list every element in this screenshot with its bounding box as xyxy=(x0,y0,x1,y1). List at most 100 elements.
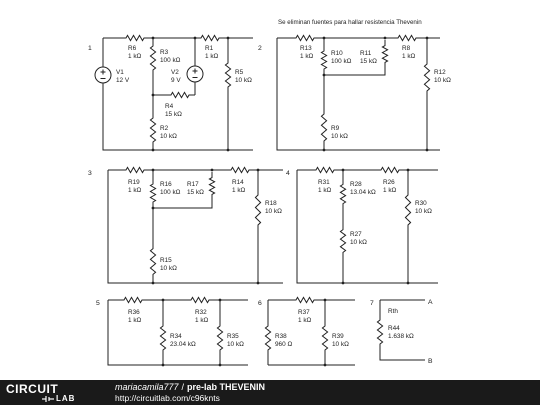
logo-mark-icon xyxy=(42,396,54,402)
schematic-canvas: Se eliminan fuentes para hallar resisten… xyxy=(88,19,452,367)
junction-node xyxy=(161,298,165,302)
component-ref: R11 xyxy=(360,50,372,57)
wire xyxy=(296,170,438,284)
component-ref: R18 xyxy=(265,200,277,207)
component-value: 10 kΩ xyxy=(160,133,177,140)
diagram-heading: Se eliminan fuentes para hallar resisten… xyxy=(278,19,422,26)
resistor-symbol xyxy=(321,318,329,358)
component-ref: R35 xyxy=(227,333,239,340)
junction-node xyxy=(218,298,222,302)
component-value: 10 kΩ xyxy=(227,341,244,348)
junction-node xyxy=(322,148,326,152)
circuit-number: 7 xyxy=(370,300,374,307)
component-value: 1 kΩ xyxy=(128,53,142,60)
component-value: 1 kΩ xyxy=(232,187,246,194)
component-ref: R13 xyxy=(300,45,312,52)
component-value: 960 Ω xyxy=(275,341,292,348)
resistor-symbol xyxy=(118,296,148,304)
author-link[interactable]: mariacamila777 xyxy=(115,382,179,392)
component-ref: R26 xyxy=(383,179,395,186)
component-ref: R30 xyxy=(415,200,427,207)
resistor-symbol xyxy=(375,166,405,174)
terminal-b-label: B xyxy=(428,358,433,365)
junction-node xyxy=(323,363,327,367)
circuit-url-link[interactable]: http://circuitlab.com/c96knts xyxy=(115,393,220,403)
resistor-symbol xyxy=(254,185,262,235)
resistor-symbol xyxy=(159,318,167,358)
resistor-symbol xyxy=(320,45,328,75)
component-ref: V1 xyxy=(116,69,124,76)
wire xyxy=(379,352,425,361)
title-separator: / xyxy=(181,382,185,392)
voltage-source-v2: V29 V xyxy=(171,65,204,84)
junction-node xyxy=(341,281,345,285)
circuit-title: pre-lab THEVENIN xyxy=(187,382,266,392)
junction-node xyxy=(151,93,155,97)
wire xyxy=(153,200,213,209)
component-ref: V2 xyxy=(171,69,179,76)
component-value: 1 kΩ xyxy=(402,53,416,60)
junction-node xyxy=(383,36,387,40)
junction-node xyxy=(322,36,326,40)
component-ref: R8 xyxy=(402,45,411,52)
component-ref: R16 xyxy=(160,181,172,188)
rth-label: Rth xyxy=(388,308,398,315)
component-ref: R19 xyxy=(128,179,140,186)
component-value: 10 kΩ xyxy=(332,341,349,348)
junction-node xyxy=(161,363,165,367)
junction-node xyxy=(218,363,222,367)
junction-node xyxy=(256,168,260,172)
circuitlab-logo[interactable]: CIRCUIT LAB xyxy=(6,383,102,403)
junction-node xyxy=(323,298,327,302)
component-value: 100 kΩ xyxy=(160,57,181,64)
component-ref: R28 xyxy=(350,181,362,188)
resistor-symbol xyxy=(216,318,224,358)
component-value: 10 kΩ xyxy=(415,208,432,215)
junction-node xyxy=(341,168,345,172)
wire xyxy=(324,68,386,76)
resistor-symbol xyxy=(404,185,412,235)
resistor-symbol xyxy=(120,34,150,42)
component-ref: R10 xyxy=(331,50,343,57)
component-ref: R38 xyxy=(275,333,287,340)
junction-node xyxy=(406,168,410,172)
resistor-r8: R81 kΩ xyxy=(392,34,422,60)
resistor-r1: R11 kΩ xyxy=(195,34,225,60)
resistor-symbol xyxy=(225,166,255,174)
circuit-number: 4 xyxy=(286,170,290,177)
resistor-symbol xyxy=(264,318,272,358)
component-ref: R3 xyxy=(160,49,169,56)
logo-text-top: CIRCUIT xyxy=(6,382,59,396)
voltage-source-symbol xyxy=(94,66,112,84)
component-value: 1 kΩ xyxy=(298,317,312,324)
component-value: 15 kΩ xyxy=(187,189,204,196)
voltage-source-symbol xyxy=(186,65,204,83)
component-value: 1 kΩ xyxy=(128,187,142,194)
component-value: 13.04 kΩ xyxy=(350,189,376,196)
wire xyxy=(102,83,253,151)
component-value: 10 kΩ xyxy=(235,77,252,84)
component-value: 10 kΩ xyxy=(434,77,451,84)
resistor-symbol xyxy=(290,296,320,304)
junction-node xyxy=(151,36,155,40)
footer-bar: CIRCUIT LAB mariacamila777/pre-lab THEVE… xyxy=(0,380,540,405)
